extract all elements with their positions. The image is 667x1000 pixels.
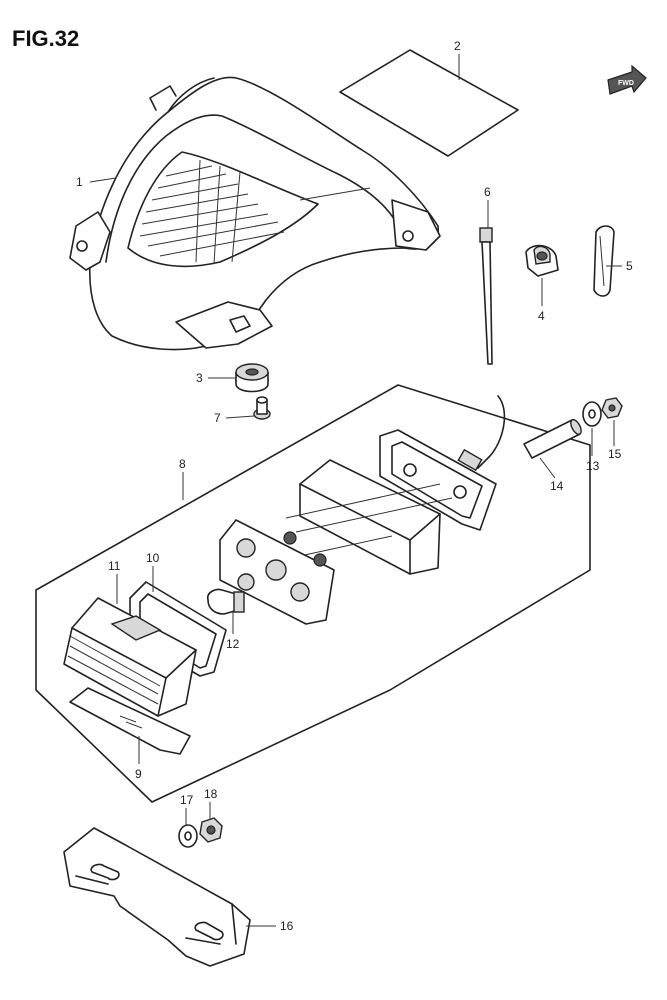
callout-leaders — [89, 54, 622, 927]
part-7-screw[interactable] — [253, 396, 271, 420]
part-11-lens[interactable] — [63, 597, 197, 717]
callout-9: 9 — [135, 767, 142, 781]
part-12-bulb[interactable] — [206, 588, 245, 615]
callout-6: 6 — [484, 185, 491, 199]
forward-label: FWD — [618, 80, 634, 87]
callout-10: 10 — [146, 551, 160, 565]
part-17-washer[interactable] — [178, 824, 198, 848]
callout-5: 5 — [626, 259, 633, 273]
part-5-bracket[interactable] — [593, 225, 615, 297]
callout-15: 15 — [608, 447, 622, 461]
callout-labels: 1 2 3 4 5 6 7 8 9 10 11 12 13 14 15 16 1… — [76, 39, 633, 933]
figure-title: FIG.32 — [12, 26, 80, 51]
callout-13: 13 — [586, 459, 600, 473]
callout-2: 2 — [454, 39, 461, 53]
callout-11: 11 — [108, 559, 121, 573]
part-socket-plate[interactable] — [219, 483, 453, 625]
part-gasket-rear[interactable] — [379, 395, 506, 531]
callout-16: 16 — [280, 919, 294, 933]
part-18-nut[interactable] — [199, 817, 223, 843]
callout-14: 14 — [550, 479, 564, 493]
callout-4: 4 — [538, 309, 545, 323]
callout-3: 3 — [196, 371, 203, 385]
part-3-grommet[interactable] — [235, 363, 269, 393]
part-8-assembly-frame — [35, 384, 591, 803]
part-6-cable-tie[interactable] — [479, 227, 493, 365]
part-lamp-housing[interactable] — [299, 459, 441, 575]
callout-17: 17 — [180, 793, 194, 807]
callout-8: 8 — [179, 457, 186, 471]
part-4-clamp[interactable] — [525, 244, 559, 277]
callout-18: 18 — [204, 787, 218, 801]
part-16-license-bracket[interactable] — [63, 827, 251, 967]
part-1-tail-cover[interactable] — [69, 76, 441, 351]
part-13-washer[interactable] — [582, 401, 602, 427]
part-2-label-sheet[interactable] — [339, 49, 519, 157]
part-15-nut[interactable] — [601, 397, 623, 419]
part-9-reflector-plate[interactable] — [69, 687, 191, 755]
callout-12: 12 — [226, 637, 240, 651]
part-14-spacer[interactable] — [523, 418, 583, 459]
callout-7: 7 — [214, 411, 221, 425]
forward-arrow-icon: FWD — [607, 64, 647, 95]
callout-1: 1 — [76, 175, 83, 189]
